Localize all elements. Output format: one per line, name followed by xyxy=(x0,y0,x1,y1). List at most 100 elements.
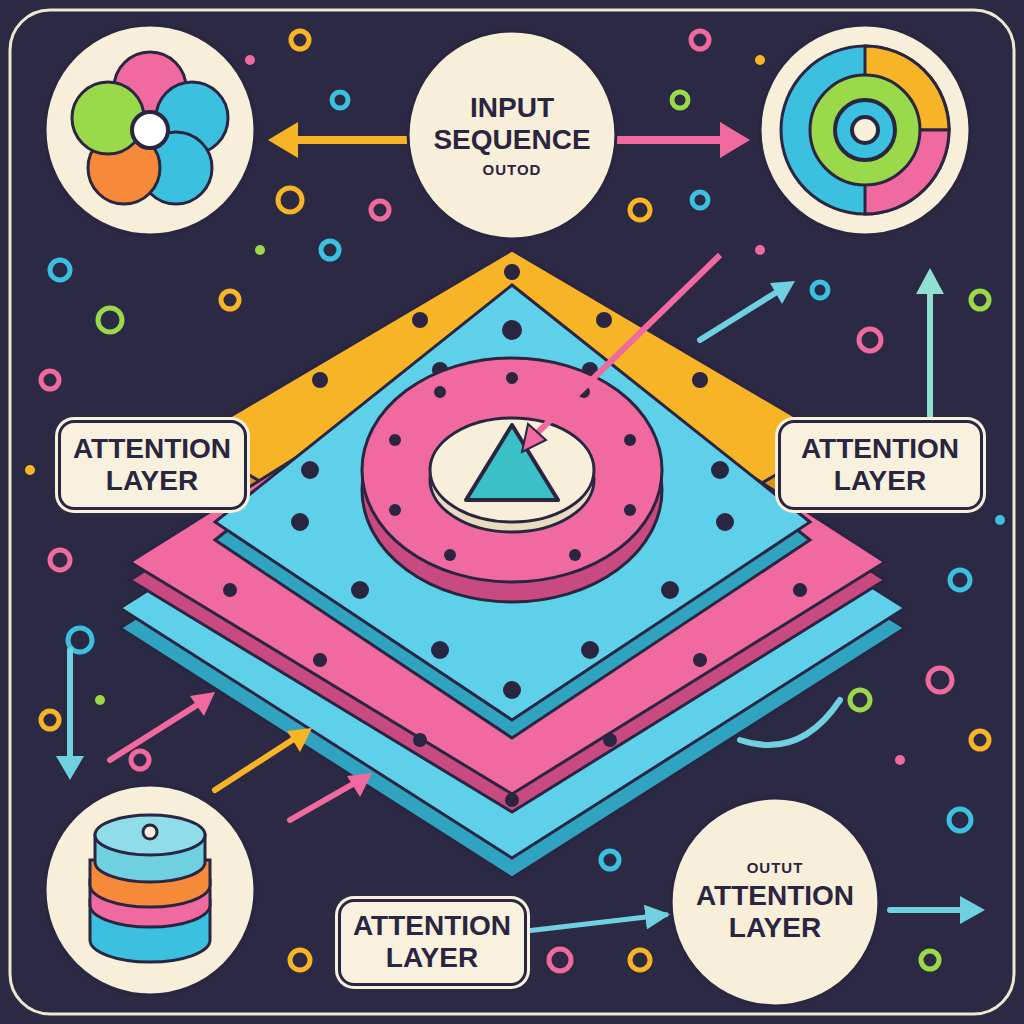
bottom-left-stack-icon xyxy=(45,785,255,995)
hole xyxy=(389,504,401,516)
ring xyxy=(971,731,989,749)
ring xyxy=(835,100,895,160)
arrow xyxy=(110,700,205,760)
sub-label: OUTOD xyxy=(483,162,542,179)
ring xyxy=(41,371,59,389)
hole xyxy=(502,320,522,340)
hole xyxy=(444,549,456,561)
ring xyxy=(921,951,939,969)
ring xyxy=(221,291,239,309)
icon-circle xyxy=(760,25,970,235)
arrow xyxy=(890,907,960,913)
arrow-head xyxy=(287,728,312,752)
center xyxy=(132,112,168,148)
ring xyxy=(812,282,828,298)
hole xyxy=(412,312,428,328)
hole xyxy=(603,733,617,747)
ring xyxy=(50,550,70,570)
dot xyxy=(255,245,265,255)
dot xyxy=(895,755,905,765)
hole xyxy=(624,434,636,446)
ring xyxy=(950,570,970,590)
pink-ring xyxy=(362,358,662,582)
knob xyxy=(143,825,157,839)
ring xyxy=(781,46,949,214)
arrow-head xyxy=(190,692,215,716)
ring xyxy=(601,851,619,869)
hole xyxy=(351,581,369,599)
arrow-head xyxy=(960,896,985,924)
icon-circle xyxy=(45,25,255,235)
hole xyxy=(711,461,729,479)
connector-line xyxy=(529,915,668,931)
ring xyxy=(291,31,309,49)
center xyxy=(852,117,878,143)
label-circle: INPUT SEQUENCE OUTOD xyxy=(406,29,618,241)
label-circle: OUTUT ATTENTION LAYER xyxy=(669,796,881,1008)
ring xyxy=(672,92,688,108)
arrow-head xyxy=(720,122,750,158)
layer-top xyxy=(95,815,205,855)
icon-circle xyxy=(45,785,255,995)
hole xyxy=(596,312,612,328)
hole xyxy=(581,641,599,659)
dot xyxy=(755,55,765,65)
ring xyxy=(810,75,920,185)
connector xyxy=(529,915,668,931)
layer-stack xyxy=(120,250,905,878)
cyan-top-layer xyxy=(215,285,810,720)
arrow-head xyxy=(268,122,298,158)
arrow xyxy=(700,290,780,340)
ring xyxy=(131,751,149,769)
hole xyxy=(692,372,708,388)
dot xyxy=(755,245,765,255)
hole xyxy=(716,513,734,531)
arrow xyxy=(67,650,73,760)
ring xyxy=(278,188,302,212)
ring xyxy=(949,809,971,831)
hole xyxy=(793,583,807,597)
ring xyxy=(50,260,70,280)
node-label: ATTENTION LAYER xyxy=(73,433,231,497)
arrow xyxy=(927,290,933,420)
petal xyxy=(72,82,144,154)
hole xyxy=(291,513,309,531)
label-box: ATTENTION LAYER xyxy=(778,420,983,510)
arrow-shaft xyxy=(615,136,725,144)
ring xyxy=(332,92,348,108)
hole xyxy=(301,461,319,479)
hole xyxy=(505,793,519,807)
label-box: ATTENTION LAYER xyxy=(338,899,527,986)
circle-shape xyxy=(408,31,616,239)
node-label: ATTENTION LAYER xyxy=(801,433,959,497)
hole xyxy=(693,653,707,667)
pointer xyxy=(530,255,720,440)
hole xyxy=(431,641,449,659)
ring xyxy=(549,949,571,971)
arrow-head xyxy=(770,281,795,304)
hole xyxy=(503,681,521,699)
hole xyxy=(661,581,679,599)
dot xyxy=(25,465,35,475)
ring xyxy=(630,200,650,220)
arrow xyxy=(740,700,840,745)
hole xyxy=(504,264,520,280)
dot xyxy=(95,695,105,705)
arrow xyxy=(215,735,300,790)
arrow-head xyxy=(347,773,372,797)
pointer-head xyxy=(522,424,546,452)
node-label: INPUT SEQUENCE xyxy=(433,92,590,156)
ring xyxy=(630,950,650,970)
sub-label: OUTUT xyxy=(747,860,804,877)
circle-shape xyxy=(671,798,879,1006)
dot xyxy=(245,55,255,65)
ring xyxy=(691,31,709,49)
center-disc xyxy=(430,418,594,522)
hole xyxy=(312,372,328,388)
node-label: ATTENTION LAYER xyxy=(696,880,854,944)
ring xyxy=(290,950,310,970)
hole xyxy=(624,504,636,516)
dot xyxy=(995,515,1005,525)
arrow xyxy=(290,780,360,820)
